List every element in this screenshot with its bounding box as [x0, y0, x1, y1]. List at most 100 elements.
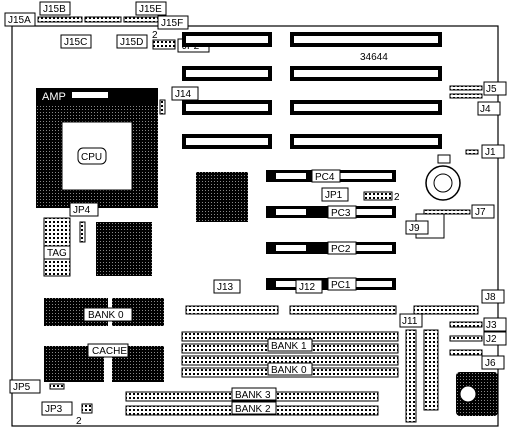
- jp2-pins: [152, 39, 176, 50]
- label-j8: J8: [481, 289, 505, 304]
- label-j14: J14: [171, 86, 199, 101]
- j15-connectors: [37, 16, 177, 23]
- svg-text:J6: J6: [485, 358, 496, 369]
- jp5-pins: [49, 383, 65, 390]
- jp3-pin-label: 2: [76, 416, 82, 427]
- svg-text:J8: J8: [485, 292, 496, 303]
- label-j15d: J15D: [116, 34, 148, 49]
- label-j6: J6: [481, 355, 505, 370]
- svg-text:J4: J4: [480, 104, 491, 115]
- svg-text:JP4: JP4: [73, 205, 91, 216]
- svg-text:JP1: JP1: [325, 190, 343, 201]
- svg-text:J3: J3: [486, 320, 497, 331]
- svg-text:J14: J14: [175, 89, 192, 100]
- svg-text:CACHE: CACHE: [92, 346, 127, 357]
- label-j4: J4: [477, 101, 501, 116]
- cache-chips: [44, 298, 164, 382]
- label-cache: CACHE: [87, 343, 129, 358]
- j5-pins: [449, 85, 483, 91]
- label-tag: TAG: [43, 245, 71, 260]
- j3-pins: [449, 321, 483, 328]
- j6-pins: [449, 349, 483, 356]
- svg-text:J7: J7: [475, 207, 486, 218]
- label-j1: J1: [481, 144, 505, 159]
- j8-header: [413, 305, 479, 315]
- label-bank2: BANK 2: [231, 401, 277, 415]
- label-j12: J12: [295, 279, 323, 294]
- jp1-pins: [363, 191, 393, 201]
- svg-text:BANK 0: BANK 0: [271, 365, 307, 376]
- svg-text:J15B: J15B: [43, 4, 66, 15]
- svg-text:PC2: PC2: [331, 244, 351, 255]
- j13-header: [185, 305, 279, 315]
- label-j3: J3: [483, 317, 507, 332]
- cpu-label: CPU: [81, 152, 102, 163]
- j2-pins: [449, 335, 483, 342]
- svg-text:J15D: J15D: [120, 37, 143, 48]
- label-j11: J11: [399, 313, 423, 328]
- svg-text:BANK 0: BANK 0: [88, 310, 124, 321]
- isa-slots: [182, 32, 442, 149]
- label-cache-bank0: BANK 0: [83, 307, 133, 322]
- label-j15b: J15B: [39, 1, 71, 16]
- part-number: 34644: [360, 52, 388, 63]
- jp2-pin-label: 2: [152, 30, 158, 41]
- label-jp4: JP4: [69, 202, 99, 217]
- amp-label: AMP: [42, 91, 66, 103]
- label-pc4: PC4: [311, 169, 341, 183]
- svg-text:J15E: J15E: [139, 4, 162, 15]
- label-j2: J2: [483, 331, 507, 346]
- label-jp3: JP3: [41, 401, 73, 416]
- svg-text:BANK 2: BANK 2: [235, 404, 271, 415]
- label-jp5: JP5: [9, 379, 41, 394]
- jp4-pins: [79, 221, 86, 243]
- svg-text:J15A: J15A: [8, 15, 31, 26]
- label-j5: J5: [483, 81, 507, 96]
- svg-text:J12: J12: [299, 282, 316, 293]
- svg-text:JP5: JP5: [13, 382, 31, 393]
- svg-text:J15F: J15F: [161, 18, 183, 29]
- battery: [425, 154, 461, 201]
- label-pc3: PC3: [327, 205, 357, 219]
- label-j15c: J15C: [60, 34, 92, 49]
- svg-text:J2: J2: [486, 334, 497, 345]
- keyboard-connector: [456, 372, 498, 416]
- j1-pins: [465, 149, 479, 155]
- chipset-chip: [196, 172, 248, 222]
- bios-chip: [96, 222, 152, 276]
- label-j7: J7: [471, 204, 495, 219]
- jp1-pin-label: 2: [394, 192, 400, 203]
- label-pc2: PC2: [327, 241, 357, 255]
- label-j15f: J15F: [157, 15, 189, 30]
- label-bank1: BANK 1: [267, 338, 313, 352]
- label-j15a: J15A: [4, 12, 36, 27]
- label-pc1: PC1: [327, 277, 357, 291]
- svg-text:PC3: PC3: [331, 208, 351, 219]
- j7-pins: [423, 209, 471, 215]
- label-bank3: BANK 3: [231, 387, 277, 401]
- jp3-pins: [81, 403, 93, 414]
- svg-text:JP3: JP3: [45, 404, 63, 415]
- svg-text:J13: J13: [217, 282, 234, 293]
- svg-text:J15C: J15C: [64, 37, 87, 48]
- svg-text:J5: J5: [486, 84, 497, 95]
- svg-text:PC4: PC4: [315, 172, 335, 183]
- j12-header: [289, 305, 397, 315]
- power-connector: [423, 329, 439, 411]
- svg-text:J9: J9: [409, 223, 420, 234]
- svg-text:J1: J1: [485, 147, 496, 158]
- svg-text:J11: J11: [402, 316, 418, 327]
- label-j9: J9: [405, 220, 429, 235]
- label-j13: J13: [213, 279, 241, 294]
- svg-text:TAG: TAG: [47, 248, 67, 259]
- svg-text:PC1: PC1: [331, 280, 351, 291]
- svg-text:BANK 3: BANK 3: [235, 390, 271, 401]
- label-j15e: J15E: [135, 1, 167, 16]
- j14-pins: [159, 99, 166, 115]
- cpu-socket: AMP CPU: [36, 88, 158, 208]
- label-bank0: BANK 0: [267, 362, 313, 376]
- label-jp1: JP1: [321, 187, 349, 202]
- j4-pins: [449, 93, 483, 99]
- j11-connector: [405, 329, 417, 423]
